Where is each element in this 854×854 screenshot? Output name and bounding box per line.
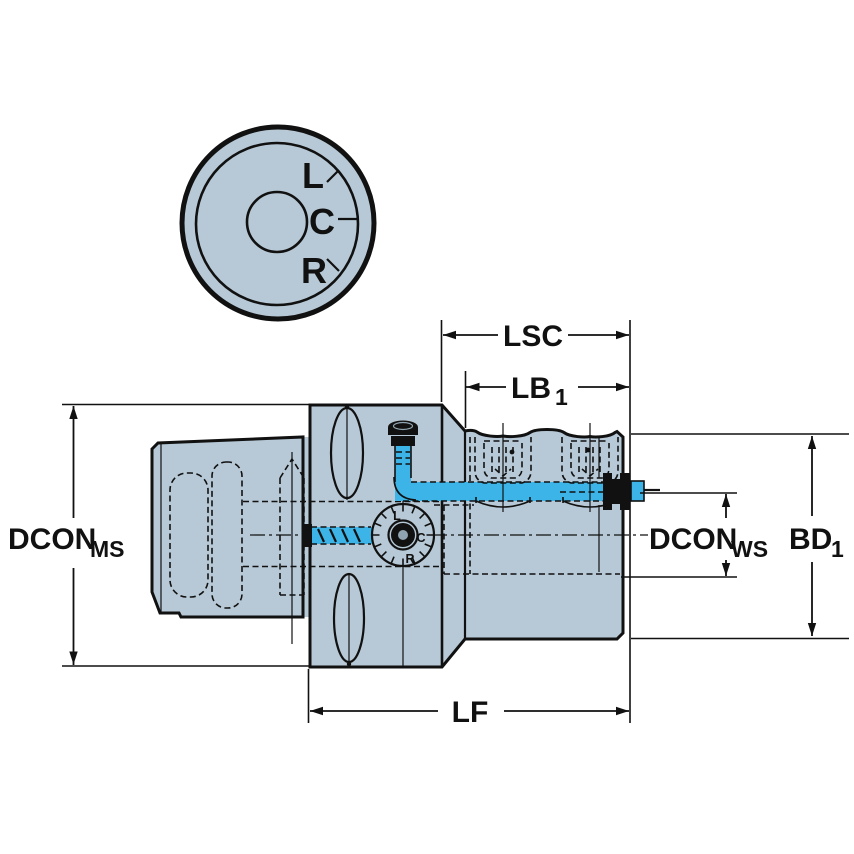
top-plug-body xyxy=(388,427,418,435)
dial-label-l: L xyxy=(393,509,401,523)
front-label-r: R xyxy=(301,250,327,291)
drawing-root: L C R L C R LSC LB 1 DCON MS DCON WS BD … xyxy=(8,124,849,729)
front-outer-circle xyxy=(179,124,377,322)
front-label-l: L xyxy=(302,155,324,196)
coolant-axial-channel xyxy=(311,527,372,544)
dial-hub-socket xyxy=(398,530,408,540)
clamp-screw-recess-1 xyxy=(474,423,532,512)
front-inner-circle xyxy=(194,141,360,307)
extension-lines xyxy=(62,320,849,723)
main-view xyxy=(150,403,660,669)
nozzle-block-right xyxy=(620,473,630,510)
dim-label-dcon-ws: DCON xyxy=(649,523,737,556)
dial-ticks xyxy=(372,504,434,566)
main-body xyxy=(308,403,625,669)
dial-inner-ring xyxy=(387,519,419,551)
clamp-screw-recess-2 xyxy=(561,423,619,512)
labels: L C R L C R LSC LB 1 DCON MS DCON WS BD … xyxy=(8,155,844,729)
nozzle-block-left xyxy=(603,473,612,510)
dimension-layer xyxy=(62,320,849,723)
cylinder-hidden-lines xyxy=(434,437,620,575)
dim-label-dcon-ws-sub: WS xyxy=(731,536,768,562)
shank-hidden-lines xyxy=(169,452,443,644)
dial-label-r: R xyxy=(405,552,414,566)
dial-label-c: C xyxy=(416,531,425,545)
hardware-ink xyxy=(302,404,630,667)
dim-label-dcon-ms-sub: MS xyxy=(90,536,125,562)
front-label-c: C xyxy=(309,201,335,242)
nozzle-tip-outline xyxy=(630,480,645,502)
front-center-bore xyxy=(245,190,309,254)
slot-end-mark-bottom xyxy=(346,661,352,667)
dim-label-lsc: LSC xyxy=(503,320,563,353)
dim-label-lb-sub: 1 xyxy=(555,384,568,410)
dim-label-lf: LF xyxy=(452,696,489,729)
dim-label-bd: BD xyxy=(789,523,832,556)
plug-details xyxy=(392,421,414,431)
channel-seal-block xyxy=(302,524,312,547)
coolant-vertical-channel xyxy=(395,446,411,486)
coolant-outlines xyxy=(311,446,608,545)
flange-slots xyxy=(329,406,366,665)
top-plug-collar xyxy=(391,436,415,446)
dim-label-dcon-ms: DCON xyxy=(8,523,96,556)
slot-end-mark-top xyxy=(344,404,350,410)
front-view xyxy=(179,124,377,322)
nozzle-block-mid xyxy=(610,479,622,504)
front-position-ticks xyxy=(326,169,358,272)
dim-label-bd-sub: 1 xyxy=(831,536,844,562)
coolant-nozzle-tip xyxy=(631,481,644,501)
coolant-dial xyxy=(370,502,436,568)
dim-label-lb: LB xyxy=(511,372,551,405)
shank-body xyxy=(150,435,305,619)
